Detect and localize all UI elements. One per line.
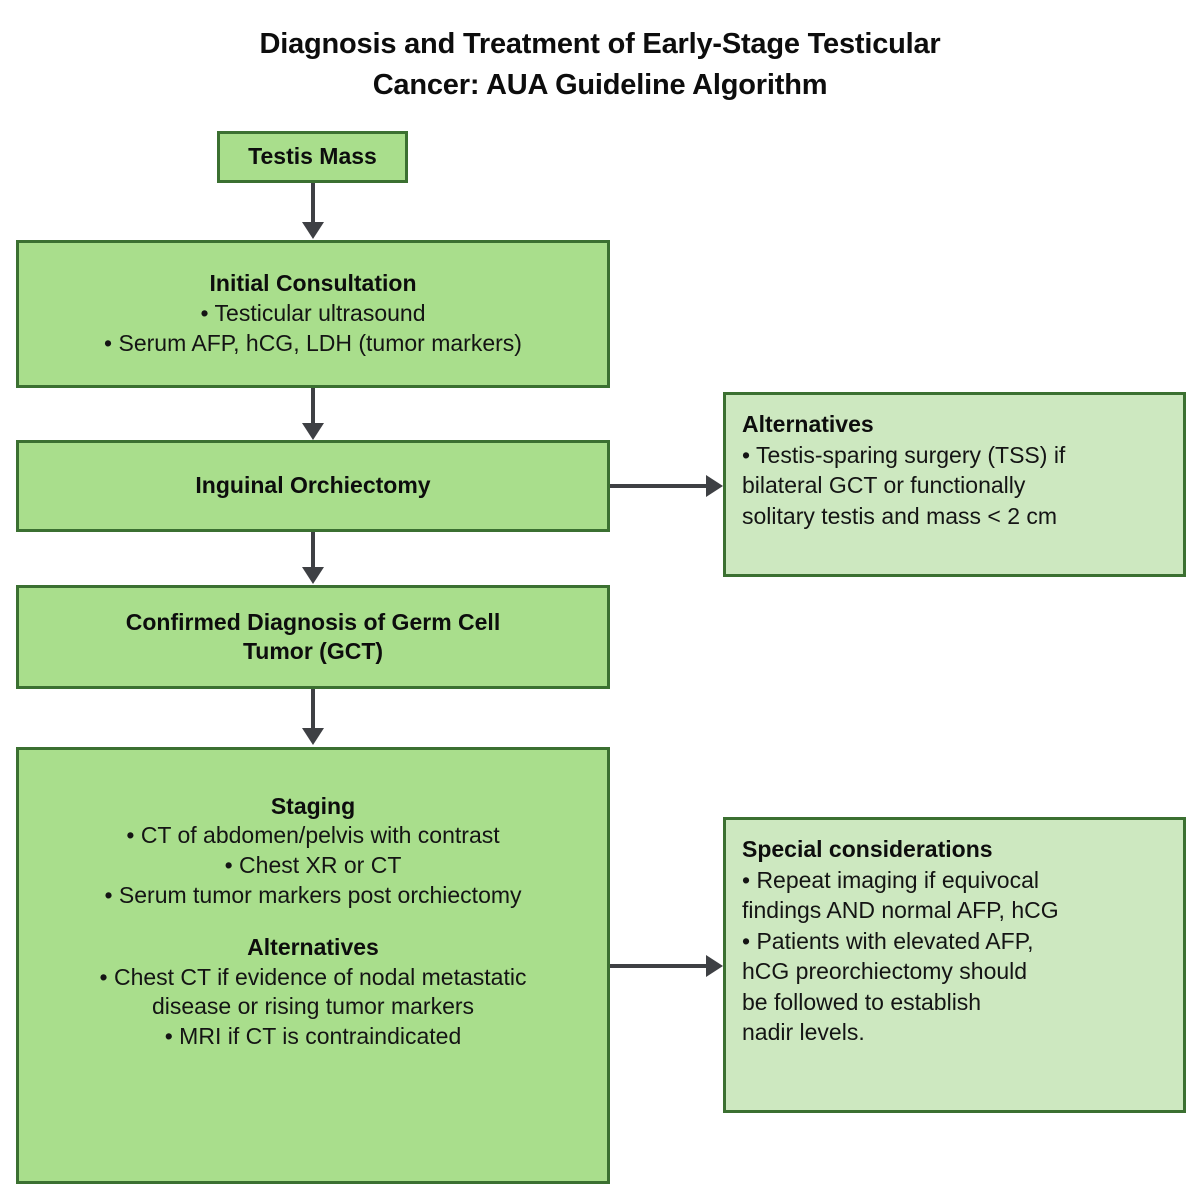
node-confirmed-diagnosis[interactable]: Confirmed Diagnosis of Germ Cell Tumor (… [16,585,610,689]
node-initial-consultation-bullet-2: • Serum AFP, hCG, LDH (tumor markers) [104,329,522,356]
arrowhead-alternatives-tss [706,475,723,497]
node-staging-spacer [29,911,597,933]
arrowhead-staging [302,728,324,745]
node-special-considerations-line-6: nadir levels. [742,1019,865,1046]
connector-staging-to-special-considerations [610,964,706,968]
node-staging-alternatives-line-1: • Chest CT if evidence of nodal metastat… [99,963,527,990]
node-alternatives-tss-line-1: • Testis-sparing surgery (TSS) if [742,441,1066,468]
node-staging-bullet-3: • Serum tumor markers post orchiectomy [104,882,522,909]
node-special-considerations-line-5: be followed to establish [742,988,982,1015]
node-staging-alternatives-line-2: disease or rising tumor markers [151,993,475,1020]
node-special-considerations-heading: Special considerations [742,836,993,862]
node-special-considerations-line-1: • Repeat imaging if equivocal [742,866,1040,893]
node-initial-consultation-heading: Initial Consultation [209,270,417,297]
node-special-considerations[interactable]: Special considerations • Repeat imaging … [723,817,1186,1113]
node-staging-heading: Staging [270,793,356,819]
node-staging-alternatives-heading: Alternatives [247,934,379,961]
node-staging-bullet-1: • CT of abdomen/pelvis with contrast [126,822,500,849]
arrowhead-inguinal-orchiectomy [302,423,324,440]
connector-orchiectomy-to-alternatives [610,484,706,488]
node-alternatives-tss[interactable]: Alternatives • Testis-sparing surgery (T… [723,392,1186,577]
node-alternatives-tss-line-2: bilateral GCT or functionally [742,472,1026,499]
node-special-considerations-line-2: findings AND normal AFP, hCG [742,897,1059,924]
node-special-considerations-line-4: hCG preorchiectomy should [742,958,1028,985]
arrowhead-confirmed-diagnosis [302,567,324,584]
node-testis-mass-heading: Testis Mass [248,143,377,170]
connector-initial-consultation-to-orchiectomy [311,388,315,426]
node-confirmed-diagnosis-heading-line2: Tumor (GCT) [242,638,384,664]
node-staging-alternatives-line-3: • MRI if CT is contraindicated [164,1023,462,1050]
page-title: Diagnosis and Treatment of Early-Stage T… [259,28,941,102]
node-alternatives-tss-heading: Alternatives [742,411,874,437]
node-inguinal-orchiectomy-heading: Inguinal Orchiectomy [195,472,431,499]
node-initial-consultation-bullet-1: • Testicular ultrasound [200,299,426,326]
node-staging[interactable]: Staging • CT of abdomen/pelvis with cont… [16,747,610,1184]
arrowhead-initial-consultation [302,222,324,239]
node-initial-consultation[interactable]: Initial Consultation • Testicular ultras… [16,240,610,388]
arrowhead-special-considerations [706,955,723,977]
node-testis-mass[interactable]: Testis Mass [217,131,408,183]
node-confirmed-diagnosis-heading-line1: Confirmed Diagnosis of Germ Cell [125,608,501,635]
node-inguinal-orchiectomy[interactable]: Inguinal Orchiectomy [16,440,610,532]
connector-confirmed-diagnosis-to-staging [311,689,315,731]
node-staging-bullet-2: • Chest XR or CT [224,852,402,879]
node-special-considerations-line-3: • Patients with elevated AFP, [742,927,1034,954]
node-alternatives-tss-line-3: solitary testis and mass < 2 cm [742,502,1058,529]
connector-orchiectomy-to-confirmed-diagnosis [311,532,315,570]
connector-testis-mass-to-initial-consultation [311,183,315,228]
